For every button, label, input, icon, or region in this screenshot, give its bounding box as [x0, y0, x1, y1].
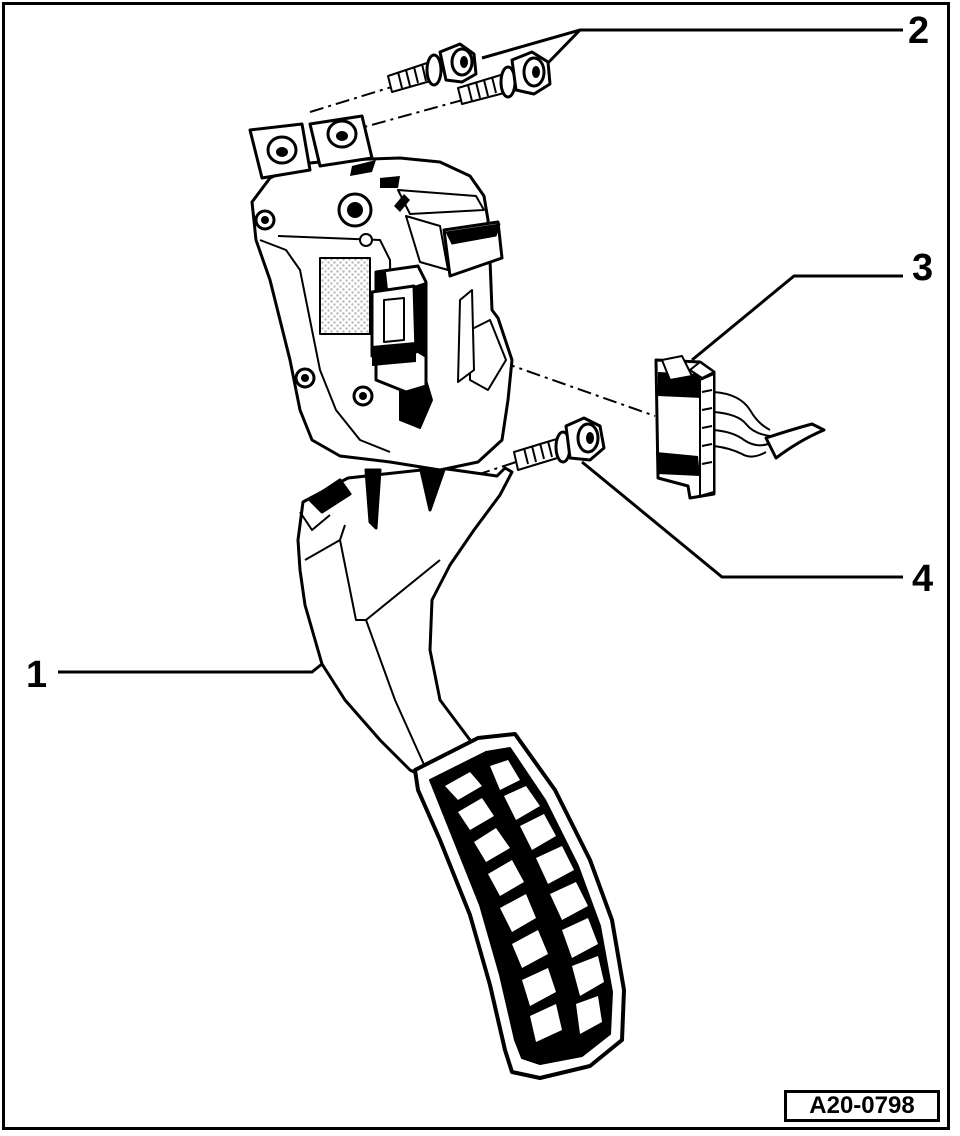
mounting-bolt — [387, 42, 478, 93]
leader-lines — [58, 28, 903, 674]
mounting-bolt — [457, 50, 552, 105]
reference-code: A20-0798 — [784, 1090, 940, 1122]
wiring-connector — [654, 355, 826, 500]
leader-line-2b — [543, 28, 582, 68]
callout-label-4: 4 — [912, 558, 934, 600]
callout-label-3: 3 — [912, 247, 934, 289]
callout-label-1: 1 — [26, 654, 48, 696]
leader-line-3 — [691, 274, 903, 362]
mounting-bolts — [387, 42, 552, 105]
pedal-pad-grip — [445, 760, 604, 1042]
housing-rivet — [359, 233, 373, 247]
callout-label-2: 2 — [908, 10, 930, 52]
leader-line-4 — [581, 460, 903, 579]
connector-wires — [713, 391, 771, 458]
pedal-arm — [296, 462, 514, 782]
sensor-socket — [370, 264, 428, 394]
housing-label-plate — [319, 257, 371, 335]
leader-line-2a — [481, 28, 903, 60]
wire-harness — [764, 422, 826, 460]
mounting-bracket — [248, 114, 374, 180]
leader-line-1 — [58, 662, 323, 674]
pedal-pad — [413, 732, 626, 1080]
pedal-bolt — [513, 416, 606, 471]
